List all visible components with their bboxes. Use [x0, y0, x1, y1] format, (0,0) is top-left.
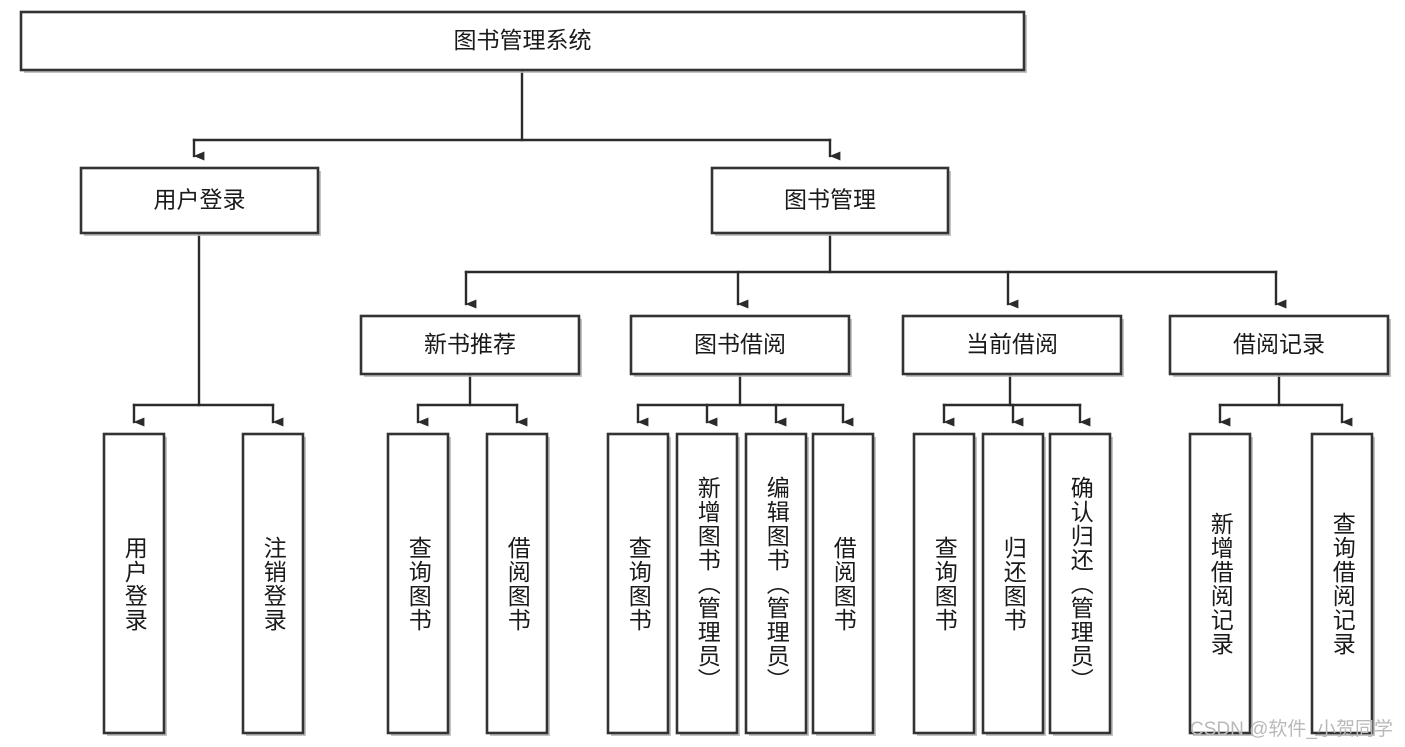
- node-rect[interactable]: [981, 432, 1045, 735]
- node-leaf-confirm-return-admin[interactable]: [1048, 432, 1113, 736]
- node-rect[interactable]: [1168, 314, 1390, 376]
- node-rect[interactable]: [912, 432, 976, 735]
- node-new-book-recommend[interactable]: 新书推荐: [359, 314, 582, 377]
- node-label: 图书借阅: [694, 331, 786, 357]
- node-leaf-logout-login[interactable]: [241, 432, 306, 736]
- node-current-borrow[interactable]: 当前借阅: [901, 314, 1124, 377]
- node-leaf-query-book-borrow[interactable]: [606, 432, 671, 736]
- node-rect[interactable]: [710, 166, 950, 235]
- node-leaf-query-book-rec[interactable]: [386, 432, 451, 736]
- node-root[interactable]: 图书管理系统: [19, 10, 1027, 73]
- node-rect[interactable]: [19, 10, 1026, 72]
- node-label: 图书管理: [784, 187, 876, 213]
- node-rect[interactable]: [386, 432, 450, 735]
- node-leaf-query-borrow-record[interactable]: [1310, 432, 1375, 736]
- node-rect[interactable]: [1188, 432, 1252, 735]
- node-rect[interactable]: [606, 432, 670, 735]
- node-rect[interactable]: [629, 314, 851, 376]
- node-leaf-add-book-admin[interactable]: [675, 432, 740, 736]
- node-leaf-query-book-current[interactable]: [912, 432, 977, 736]
- node-rect[interactable]: [102, 432, 166, 735]
- watermark-text: CSDN @软件_小贺同学: [1190, 719, 1393, 740]
- node-rect[interactable]: [1048, 432, 1112, 735]
- node-label: 用户登录: [154, 187, 246, 213]
- node-book-borrow[interactable]: 图书借阅: [629, 314, 852, 377]
- node-label: 图书管理系统: [454, 27, 592, 53]
- node-label: 借阅记录: [1233, 331, 1325, 357]
- node-user-login[interactable]: 用户登录: [79, 166, 321, 236]
- node-leaf-borrow-book-rec[interactable]: [485, 432, 550, 736]
- edge-group: [132, 68, 1353, 427]
- node-label: 新书推荐: [424, 331, 516, 357]
- node-rect[interactable]: [241, 432, 305, 735]
- node-leaf-add-borrow-record[interactable]: [1188, 432, 1253, 736]
- node-rect[interactable]: [485, 432, 549, 735]
- node-leaf-edit-book-admin[interactable]: [744, 432, 809, 736]
- node-rect[interactable]: [79, 166, 320, 235]
- node-leaf-return-book[interactable]: [981, 432, 1046, 736]
- node-label: 当前借阅: [966, 331, 1058, 357]
- node-rect[interactable]: [811, 432, 875, 735]
- node-rect[interactable]: [901, 314, 1123, 376]
- node-leaf-borrow-book[interactable]: [811, 432, 876, 736]
- node-rect[interactable]: [675, 432, 739, 735]
- node-borrow-record[interactable]: 借阅记录: [1168, 314, 1391, 377]
- node-rect[interactable]: [744, 432, 808, 735]
- node-book-manage[interactable]: 图书管理: [710, 166, 951, 236]
- node-rect[interactable]: [1310, 432, 1374, 735]
- node-leaf-user-login[interactable]: [102, 432, 167, 736]
- node-rect[interactable]: [359, 314, 581, 376]
